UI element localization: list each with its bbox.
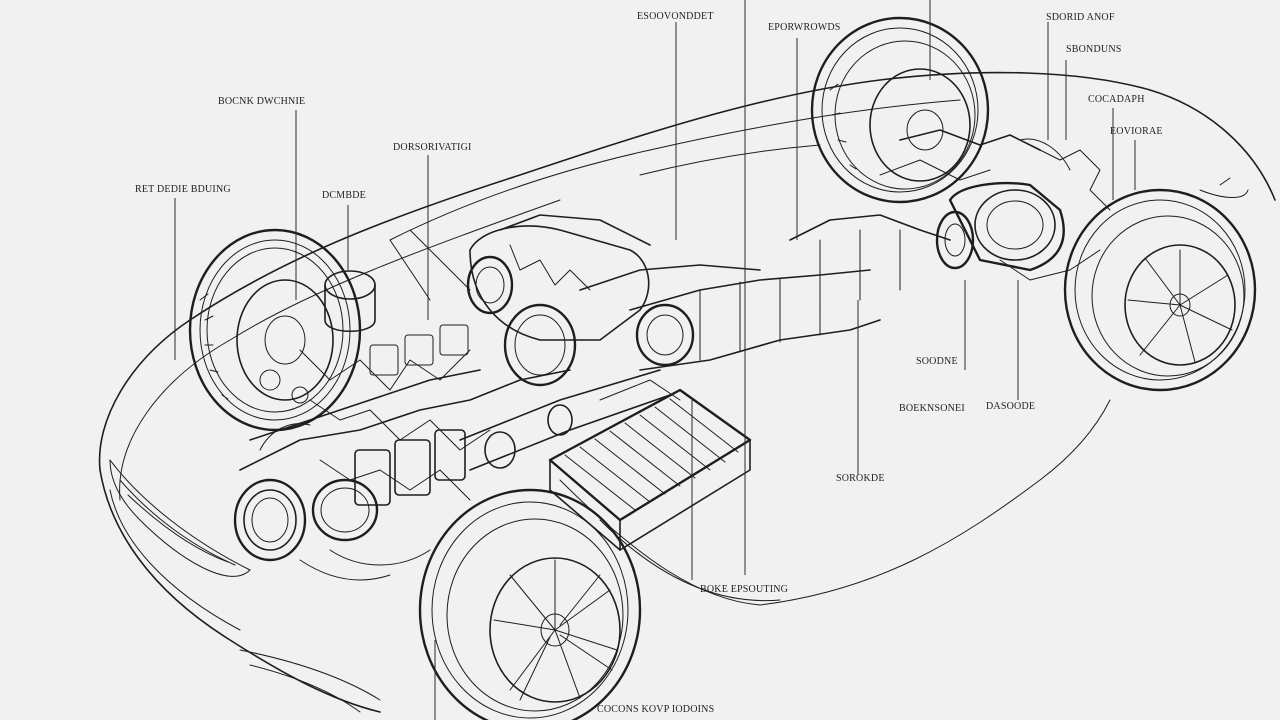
callout-label: COCONS KOVP IODOINS [597,704,715,715]
rear-differential [789,129,1111,311]
callout-label: SOROKDE [836,473,885,484]
callout-label: BOKE EPSOUTING [700,584,789,595]
transmission-assembly [459,214,881,471]
callout-label: DASOODE [986,401,1036,412]
callout-label: COCADAPH [1088,94,1145,105]
rear-right-wheel [1063,188,1257,392]
callout-label: SOODNE [916,356,958,367]
callout-label: BOEKNSONEI [899,403,965,414]
callout-label: SDORID ANOF [1046,12,1115,23]
engine-assembly [233,270,571,581]
front-left-wheel [188,228,362,432]
car-body-outline [98,71,1276,713]
callout-label: DORSORIVATIGI [393,142,472,153]
leader-lines [174,0,1136,720]
callout-label: DCMBDE [322,190,366,201]
callout-label: BOCNK DWCHNIE [218,96,306,107]
callout-label: EPORWROWDS [768,22,841,33]
battery-pack [548,379,752,551]
front-right-wheel [418,488,642,720]
callout-label: EOVIORAE [1110,126,1163,137]
rear-left-wheel [810,16,990,204]
callout-label: RET DEDIE BDUING [135,184,231,195]
callout-label: SBONDUNS [1066,44,1122,55]
callout-label: ESOOVONDDET [637,11,714,22]
